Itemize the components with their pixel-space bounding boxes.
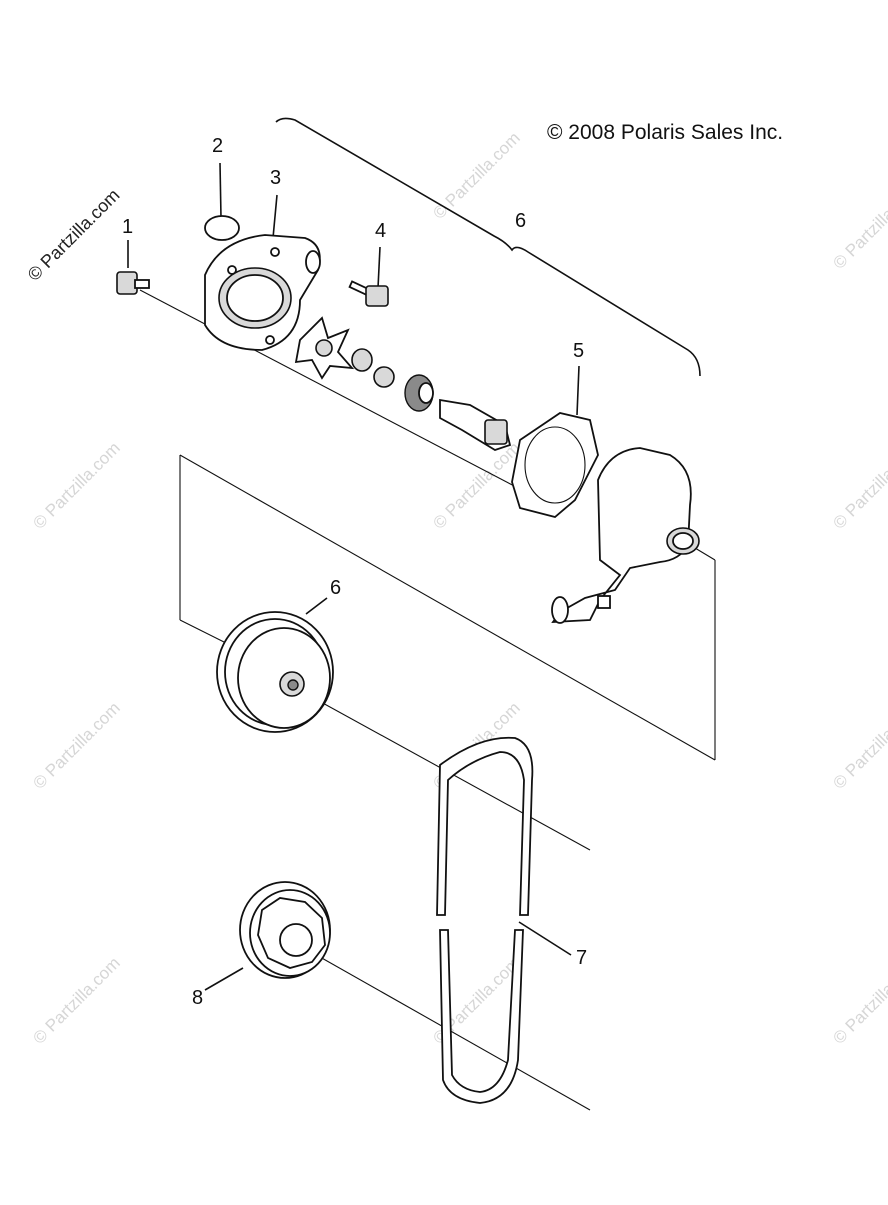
callout-3: 3 — [270, 167, 281, 189]
water-pump-housing — [551, 447, 700, 624]
part-4-bolt — [348, 280, 389, 307]
part-3-pump-cover — [204, 234, 321, 351]
watermark-layer: © Partzilla.com © Partzilla.com © Partzi… — [29, 128, 888, 1047]
part-2-o-ring — [204, 215, 240, 241]
callout-7: 7 — [576, 947, 587, 969]
copyright-text: © 2008 Polaris Sales Inc. — [547, 121, 783, 144]
part-5-gasket — [511, 412, 599, 518]
callout-8: 8 — [192, 987, 203, 1009]
callout-4: 4 — [375, 220, 386, 242]
callout-5: 5 — [573, 340, 584, 362]
assembly-bracket — [275, 117, 701, 377]
callout-2: 2 — [212, 135, 223, 157]
watermark: © Partzilla.com — [429, 438, 523, 532]
part-6-pulley — [216, 611, 334, 733]
watermark: © Partzilla.com — [29, 953, 123, 1047]
watermark: © Partzilla.com — [429, 128, 523, 222]
watermark: © Partzilla.com — [29, 438, 123, 532]
callout-6-assembly: 6 — [515, 210, 526, 232]
part-7-belt — [436, 736, 534, 1104]
watermark: © Partzilla.com — [829, 698, 888, 792]
callout-1: 1 — [122, 216, 133, 238]
part-1-drain-bolt — [116, 271, 150, 295]
callout-6-pulley: 6 — [330, 577, 341, 599]
watermark: © Partzilla.com — [29, 698, 123, 792]
part-8-pulley — [239, 881, 331, 979]
watermark: © Partzilla.com — [829, 178, 888, 272]
watermark: © Partzilla.com — [829, 953, 888, 1047]
watermark: © Partzilla.com — [829, 438, 888, 532]
watermark-logo: © Partzilla.com — [24, 185, 124, 285]
impeller-assembly — [294, 316, 512, 451]
